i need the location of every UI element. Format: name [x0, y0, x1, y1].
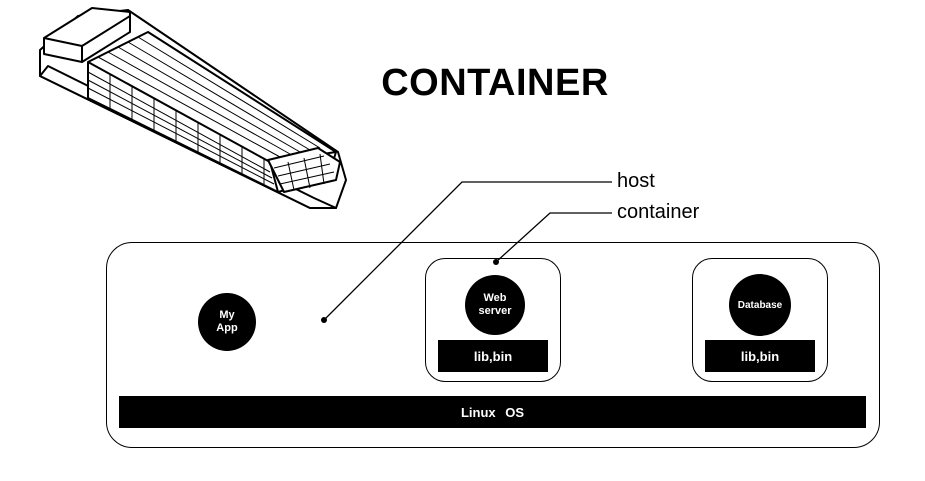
container-label: container	[617, 201, 700, 223]
host-callout-dot	[321, 317, 327, 323]
database-lib-bar: lib,bin	[705, 340, 815, 372]
web-server-container	[425, 258, 561, 382]
web-server-circle: Web server	[465, 275, 525, 335]
host-label: host	[617, 170, 655, 192]
container-callout-dot	[493, 259, 499, 265]
host-box	[106, 242, 880, 448]
web-server-lib-bar: lib,bin	[438, 340, 548, 372]
container-callout-line	[495, 212, 612, 263]
host-callout-line	[323, 181, 612, 321]
database-circle: Database	[729, 274, 791, 336]
my-app-circle: My App	[198, 293, 256, 351]
linux-os-bar: Linux OS	[119, 396, 866, 428]
diagram-title: CONTAINER	[381, 62, 609, 104]
database-container	[692, 258, 828, 382]
container-ship-icon	[39, 7, 347, 209]
